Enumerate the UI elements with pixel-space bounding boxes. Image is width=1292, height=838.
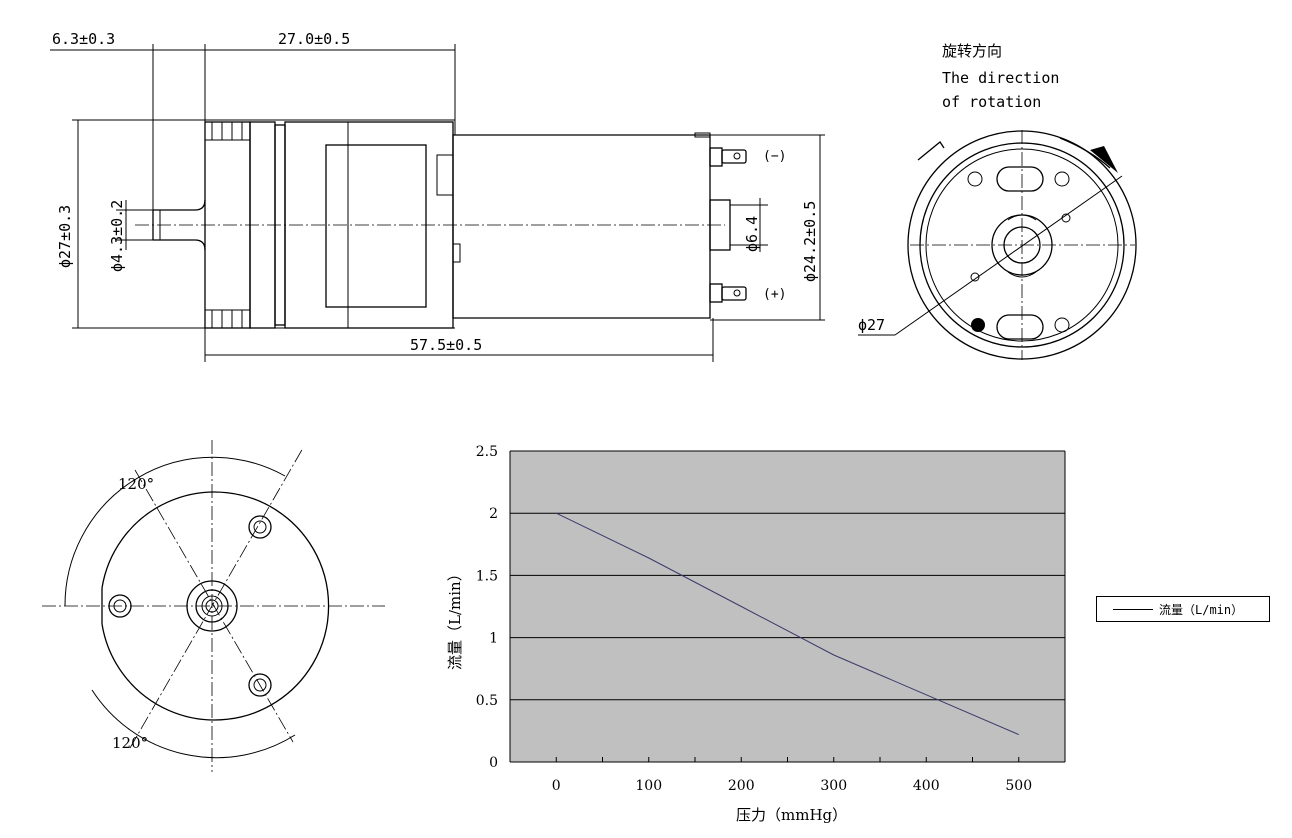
rotation-title-en-1: The direction [942, 69, 1059, 87]
terminal-minus-label: (−) [763, 149, 786, 164]
rotation-title-en-2: of rotation [942, 93, 1041, 111]
dim-motor-diameter: ϕ24.2±0.5 [801, 201, 819, 282]
x-tick-label: 400 [913, 778, 940, 794]
legend-label: 流量（L/min） [1159, 602, 1244, 617]
chart-x-axis-label: 压力（mmHg） [736, 806, 847, 824]
y-tick-label: 0 [489, 755, 498, 771]
x-tick-label: 0 [552, 778, 561, 794]
y-tick-label: 1.5 [476, 568, 498, 584]
x-tick-label: 300 [820, 778, 847, 794]
plot-area [510, 451, 1065, 762]
side-view: 6.3±0.3 27.0±0.5 ϕ27±0.3 ϕ4.3±0.2 [50, 30, 825, 362]
series-line-flow [556, 512, 1019, 736]
angle-top-label: 120° [118, 475, 154, 493]
y-tick-label: 2 [489, 506, 498, 522]
x-tick-label: 500 [1005, 778, 1032, 794]
y-tick-label: 2.5 [476, 444, 498, 460]
y-tick-label: 0.5 [476, 693, 498, 709]
dim-shaft-length: 6.3±0.3 [52, 30, 115, 48]
legend-swatch [1113, 608, 1153, 610]
chart-legend: 流量（L/min） [1096, 596, 1270, 622]
angle-bottom-label: 120° [112, 734, 148, 752]
chart-y-axis-label: 流量（L/min） [446, 566, 464, 670]
terminal-plus-label: (+) [763, 287, 786, 302]
x-tick-label: 200 [728, 778, 755, 794]
y-tick-label: 1 [489, 631, 498, 647]
front-view: 120° 120° [42, 440, 385, 772]
dim-body-diameter: ϕ27±0.3 [56, 205, 74, 268]
x-tick-label: 100 [635, 778, 662, 794]
flow-chart: 0 0.5 1 1.5 2 2.5 0 100 200 300 400 500 压力（mmHg） 流… [446, 444, 1066, 824]
dim-shaft-diameter: ϕ4.3±0.2 [108, 200, 126, 272]
dim-boss-diameter: ϕ6.4 [743, 216, 761, 252]
rotation-arrow-icon [1090, 146, 1118, 173]
rotation-view: 旋转方向 The direction of rotation ϕ27 [858, 42, 1137, 360]
dim-total-length: 57.5±0.5 [410, 336, 482, 354]
dim-body-length: 27.0±0.5 [278, 30, 350, 48]
y-tick-labels: 0 0.5 1 1.5 2 2.5 [476, 444, 498, 771]
rotation-title-cn: 旋转方向 [942, 42, 1002, 60]
rotation-dim-diameter: ϕ27 [858, 316, 885, 334]
x-tick-labels: 0 100 200 300 400 500 [509, 757, 1066, 794]
